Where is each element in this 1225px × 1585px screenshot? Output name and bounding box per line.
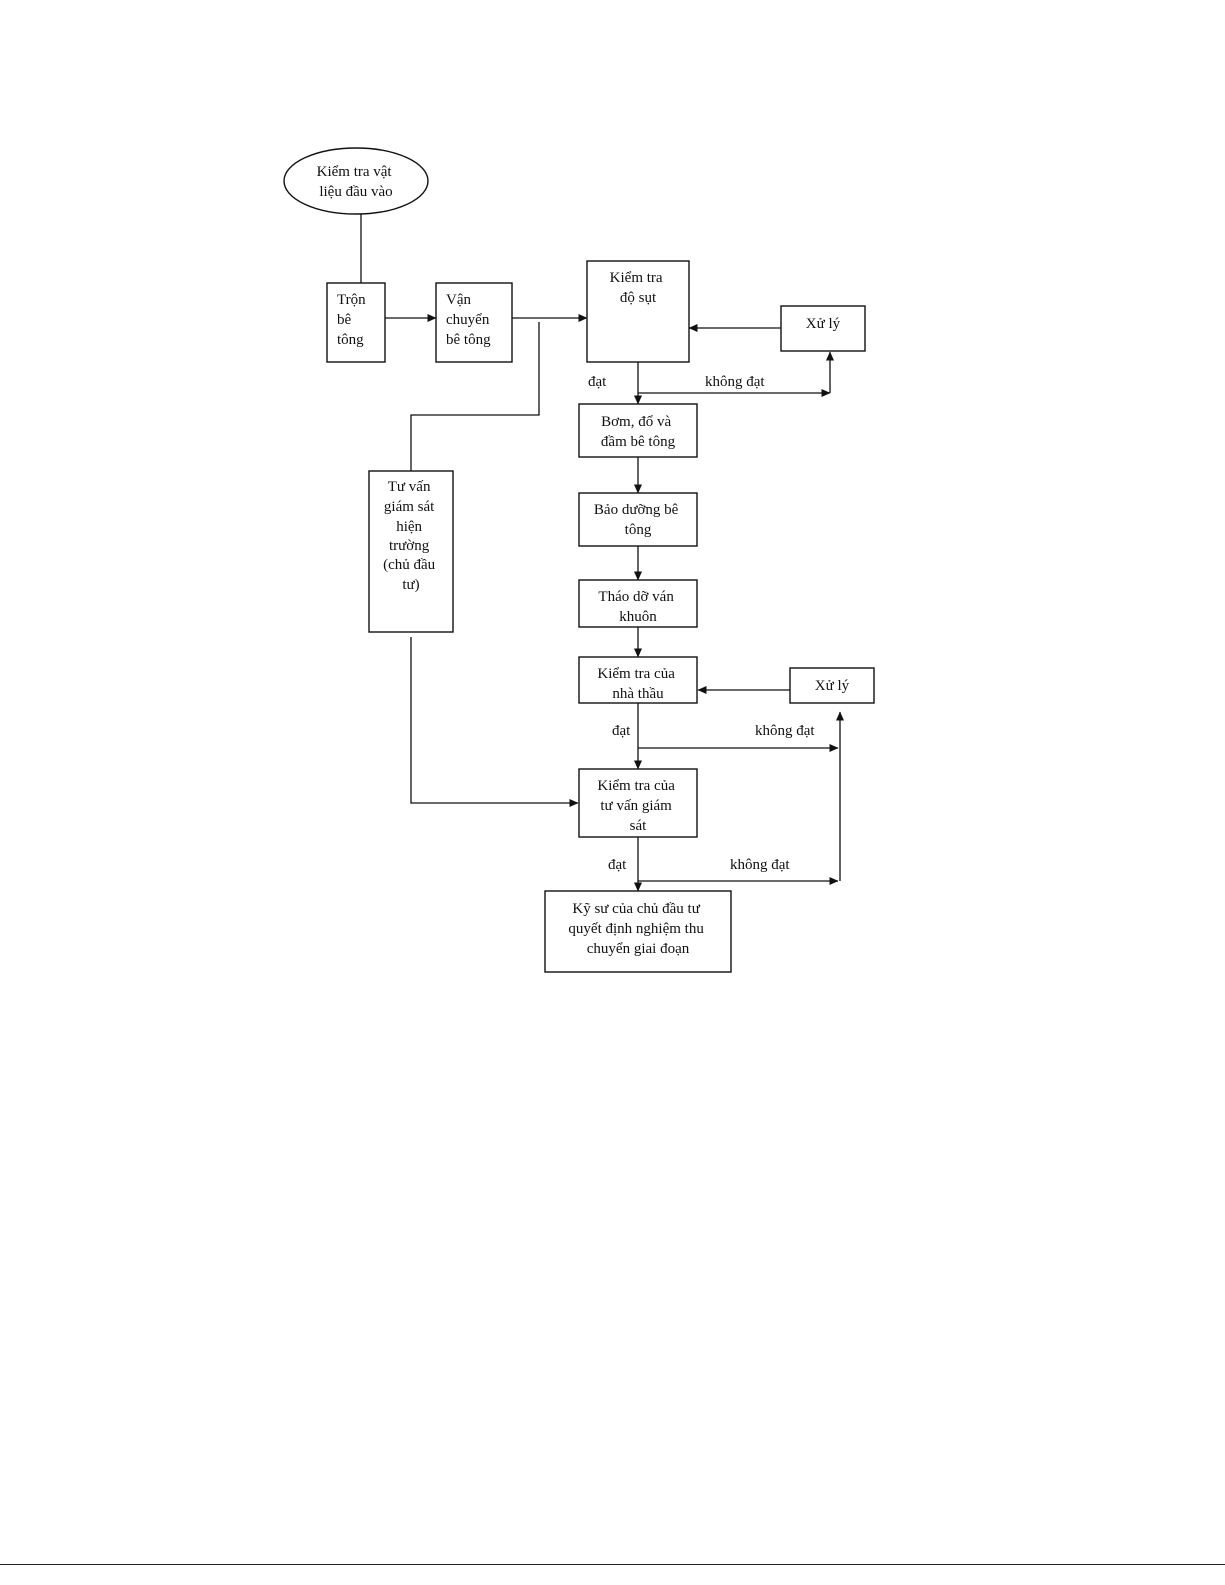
edge-label-pass: đạt bbox=[588, 374, 607, 390]
node-site-supervisor: Tư vấn giám sát hiện trường (chủ đầu tư) bbox=[368, 470, 454, 633]
node-label: Kiểm tra của tư vấn giám sát bbox=[597, 778, 678, 834]
connectors bbox=[360, 214, 844, 892]
edge-label-fail: không đạt bbox=[755, 723, 815, 739]
node-fix-1: Xử lý bbox=[780, 305, 866, 352]
node-consultant-check: Kiểm tra của tư vấn giám sát bbox=[578, 768, 698, 838]
node-contractor-check: Kiểm tra của nhà thầu bbox=[578, 656, 698, 704]
node-label: Tháo dỡ ván khuôn bbox=[598, 589, 677, 625]
node-label: Kiểm tra vật liệu đầu vào bbox=[317, 164, 396, 200]
node-pour-compact: Bơm, đổ và đầm bê tông bbox=[578, 403, 698, 458]
edge-label-fail: không đạt bbox=[730, 857, 790, 873]
node-label: Kỹ sư của chủ đầu tư quyết định nghiệm t… bbox=[568, 901, 707, 957]
node-label: Xử lý bbox=[815, 678, 850, 694]
node-slump-test: Kiểm tra độ sụt bbox=[586, 260, 690, 363]
page-bottom-rule bbox=[0, 1564, 1225, 1565]
node-label: Bơm, đổ và đầm bê tông bbox=[601, 414, 676, 450]
node-label: Tư vấn giám sát hiện trường (chủ đầu tư) bbox=[383, 479, 439, 593]
node-owner-engineer-acceptance: Kỹ sư của chủ đầu tư quyết định nghiệm t… bbox=[544, 890, 732, 973]
node-mix-concrete: Trộn bê tông bbox=[326, 282, 386, 363]
node-label: Xử lý bbox=[806, 316, 841, 332]
node-formwork-removal: Tháo dỡ ván khuôn bbox=[578, 579, 698, 628]
edge-supervisor-to-consultant-check bbox=[410, 637, 579, 807]
edge-label-pass: đạt bbox=[612, 723, 631, 739]
node-curing: Bảo dưỡng bê tông bbox=[578, 492, 698, 547]
edge-label-pass: đạt bbox=[608, 857, 627, 873]
node-fix-2: Xử lý bbox=[789, 667, 875, 704]
node-label: Bảo dưỡng bê tông bbox=[594, 502, 682, 538]
edge-transport-branch-to-supervisor bbox=[410, 322, 540, 471]
node-transport-concrete: Vận chuyển bê tông bbox=[435, 282, 513, 363]
node-label: Trộn bê tông bbox=[337, 292, 369, 348]
edge-labels: đạt không đạt đạt không đạt đạt không đạ… bbox=[588, 374, 815, 873]
node-label: Vận chuyển bê tông bbox=[446, 292, 493, 348]
node-label: Kiểm tra của nhà thầu bbox=[597, 666, 678, 702]
edge-label-fail: không đạt bbox=[705, 374, 765, 390]
node-label: Kiểm tra độ sụt bbox=[610, 270, 667, 306]
node-material-check: Kiểm tra vật liệu đầu vào bbox=[283, 147, 429, 215]
